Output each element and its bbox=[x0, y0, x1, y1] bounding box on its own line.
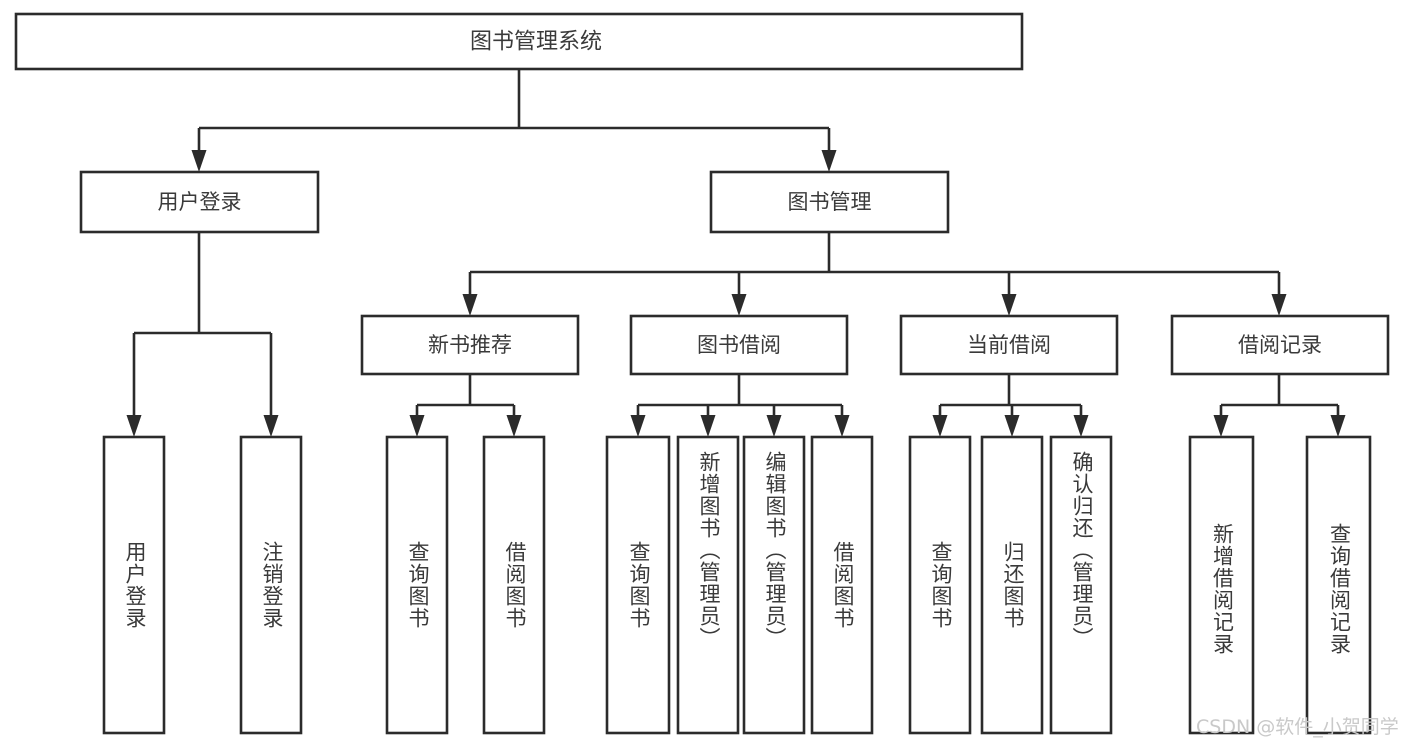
node-leaf-return-book[interactable] bbox=[980, 435, 1044, 735]
connector-conn-new-split bbox=[409, 374, 522, 437]
node-leaf-logout[interactable] bbox=[239, 435, 303, 735]
connector-arrowhead bbox=[1001, 294, 1017, 316]
connector-conn-login-split bbox=[126, 232, 279, 437]
connector-conn-borrow-split bbox=[630, 374, 850, 437]
node-leaf-add-record[interactable] bbox=[1188, 435, 1255, 735]
node-box-leaf-query-book-new[interactable] bbox=[385, 435, 449, 735]
connector-arrowhead bbox=[1330, 415, 1346, 437]
node-box-leaf-logout[interactable] bbox=[239, 435, 303, 735]
node-box-leaf-query-record[interactable] bbox=[1305, 435, 1372, 735]
node-label-user-login: 用户登录 bbox=[158, 190, 242, 214]
connector-arrowhead bbox=[1213, 415, 1229, 437]
connector-arrowhead bbox=[821, 150, 837, 172]
connector-arrowhead bbox=[506, 415, 522, 437]
node-box-leaf-confirm-return[interactable] bbox=[1049, 435, 1113, 735]
node-box-leaf-add-book-admin[interactable] bbox=[676, 435, 740, 735]
node-new-book-recommend[interactable]: 新书推荐 bbox=[360, 314, 580, 376]
connector-arrowhead bbox=[700, 415, 716, 437]
connector-arrowhead bbox=[630, 415, 646, 437]
connector-conn-manage-split bbox=[462, 232, 1287, 316]
node-user-login[interactable]: 用户登录 bbox=[79, 170, 320, 234]
node-box-borrow-record[interactable] bbox=[1170, 314, 1390, 376]
connector-arrowhead bbox=[1004, 415, 1020, 437]
node-box-leaf-borrow-book[interactable] bbox=[810, 435, 874, 735]
connector-arrowhead bbox=[932, 415, 948, 437]
connector-arrowhead bbox=[766, 415, 782, 437]
node-box-leaf-user-login[interactable] bbox=[102, 435, 166, 735]
connector-conn-root-split bbox=[191, 69, 837, 172]
connector-arrowhead bbox=[263, 415, 279, 437]
node-box-book-borrow[interactable] bbox=[629, 314, 849, 376]
connector-conn-cur-split bbox=[932, 374, 1089, 437]
node-current-borrow[interactable]: 当前借阅 bbox=[899, 314, 1119, 376]
node-label-new-book-recommend: 新书推荐 bbox=[428, 333, 512, 357]
node-label-book-manage: 图书管理 bbox=[788, 190, 872, 214]
connector-arrowhead bbox=[126, 415, 142, 437]
node-leaf-borrow-book[interactable] bbox=[810, 435, 874, 735]
node-box-leaf-edit-book-admin[interactable] bbox=[742, 435, 806, 735]
node-label-book-borrow: 图书借阅 bbox=[697, 333, 781, 357]
node-leaf-user-login[interactable] bbox=[102, 435, 166, 735]
connector-arrowhead bbox=[731, 294, 747, 316]
connector-arrowhead bbox=[462, 294, 478, 316]
node-leaf-add-book-admin[interactable] bbox=[676, 435, 740, 735]
node-leaf-edit-book-admin[interactable] bbox=[742, 435, 806, 735]
node-box-current-borrow[interactable] bbox=[899, 314, 1119, 376]
node-book-borrow[interactable]: 图书借阅 bbox=[629, 314, 849, 376]
connector-arrowhead bbox=[1271, 294, 1287, 316]
connector-conn-rec-split bbox=[1213, 374, 1346, 437]
node-box-leaf-borrow-book-new[interactable] bbox=[482, 435, 546, 735]
connector-arrowhead bbox=[834, 415, 850, 437]
node-leaf-query-book-cur[interactable] bbox=[908, 435, 972, 735]
node-leaf-query-book-new[interactable] bbox=[385, 435, 449, 735]
node-book-manage[interactable]: 图书管理 bbox=[709, 170, 950, 234]
node-box-user-login[interactable] bbox=[79, 170, 320, 234]
connector-arrowhead bbox=[409, 415, 425, 437]
node-borrow-record[interactable]: 借阅记录 bbox=[1170, 314, 1390, 376]
node-box-leaf-query-book-cur[interactable] bbox=[908, 435, 972, 735]
connector-arrowhead bbox=[1073, 415, 1089, 437]
connectors-layer bbox=[126, 69, 1346, 437]
watermark-text: CSDN @软件_小贺同学 bbox=[1196, 716, 1399, 738]
node-leaf-query-record[interactable] bbox=[1305, 435, 1372, 735]
node-box-leaf-query-book-borrow[interactable] bbox=[605, 435, 671, 735]
node-box-root[interactable] bbox=[14, 12, 1024, 71]
node-box-leaf-return-book[interactable] bbox=[980, 435, 1044, 735]
node-box-leaf-add-record[interactable] bbox=[1188, 435, 1255, 735]
node-leaf-confirm-return[interactable] bbox=[1049, 435, 1113, 735]
node-root[interactable]: 图书管理系统 bbox=[14, 12, 1024, 71]
node-leaf-borrow-book-new[interactable] bbox=[482, 435, 546, 735]
node-label-current-borrow: 当前借阅 bbox=[967, 333, 1051, 357]
node-label-borrow-record: 借阅记录 bbox=[1238, 333, 1322, 357]
node-label-root: 图书管理系统 bbox=[470, 30, 602, 55]
node-box-new-book-recommend[interactable] bbox=[360, 314, 580, 376]
connector-arrowhead bbox=[191, 150, 207, 172]
node-box-book-manage[interactable] bbox=[709, 170, 950, 234]
node-leaf-query-book-borrow[interactable] bbox=[605, 435, 671, 735]
